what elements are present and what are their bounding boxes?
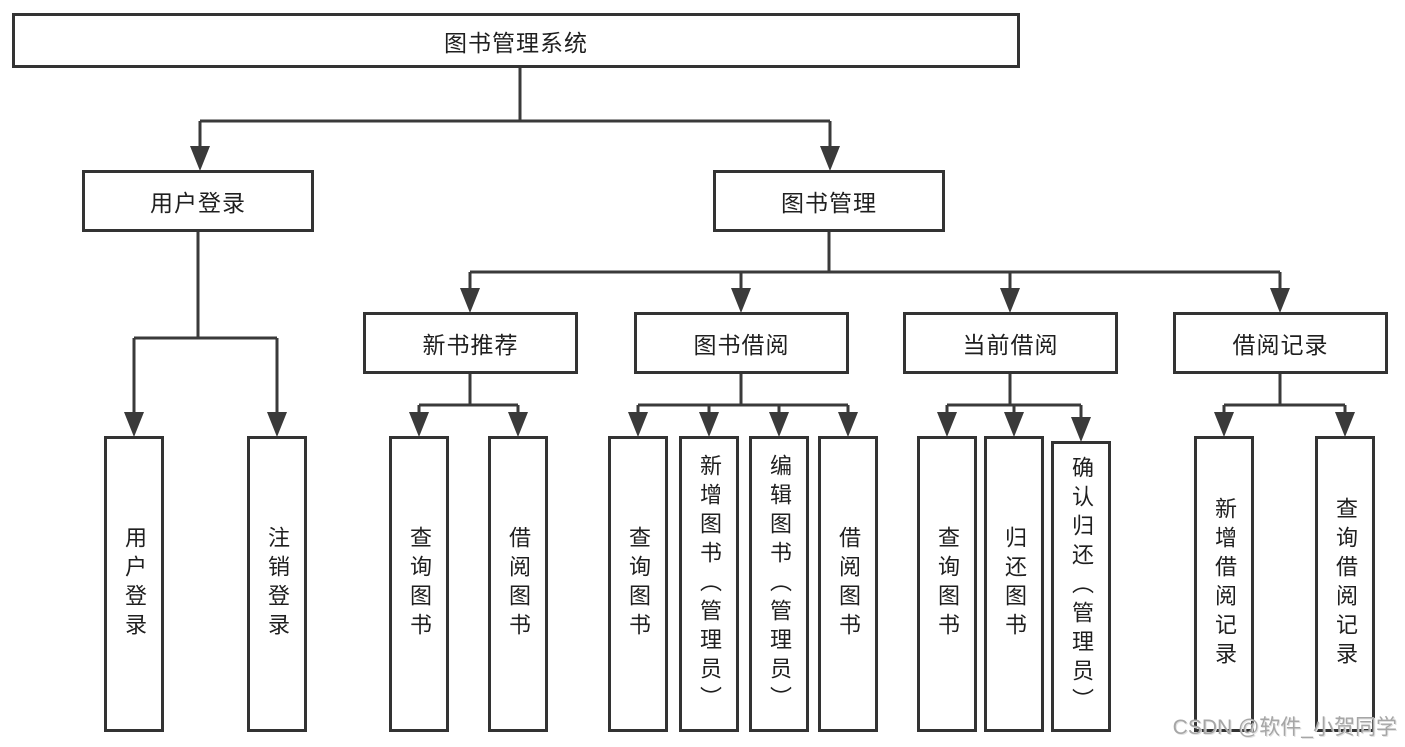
watermark: CSDN @软件_小贺同学 <box>1172 716 1397 739</box>
node-query-books-current: 查询图书 <box>917 436 977 732</box>
node-query-books-borrowing: 查询图书 <box>608 436 668 732</box>
node-book-borrowing: 图书借阅 <box>634 312 849 374</box>
node-confirm-return-admin: 确认归还（管理员） <box>1051 441 1111 732</box>
node-logout-leaf: 注销登录 <box>247 436 307 732</box>
node-book-management-branch: 图书管理 <box>713 170 945 232</box>
node-add-books-admin: 新增图书（管理员） <box>679 436 739 732</box>
node-add-borrow-record: 新增借阅记录 <box>1194 436 1254 732</box>
node-edit-books-admin: 编辑图书（管理员） <box>749 436 809 732</box>
node-query-borrow-record: 查询借阅记录 <box>1315 436 1375 732</box>
node-return-books: 归还图书 <box>984 436 1044 732</box>
node-new-book-recommendation: 新书推荐 <box>363 312 578 374</box>
node-user-login-leaf: 用户登录 <box>104 436 164 732</box>
node-borrow-books-recommendation: 借阅图书 <box>488 436 548 732</box>
node-borrow-books-borrowing: 借阅图书 <box>818 436 878 732</box>
node-current-borrowing: 当前借阅 <box>903 312 1118 374</box>
node-library-management-system: 图书管理系统 <box>12 13 1020 68</box>
node-query-books-recommendation: 查询图书 <box>389 436 449 732</box>
node-borrowing-records: 借阅记录 <box>1173 312 1388 374</box>
node-user-login-branch: 用户登录 <box>82 170 314 232</box>
